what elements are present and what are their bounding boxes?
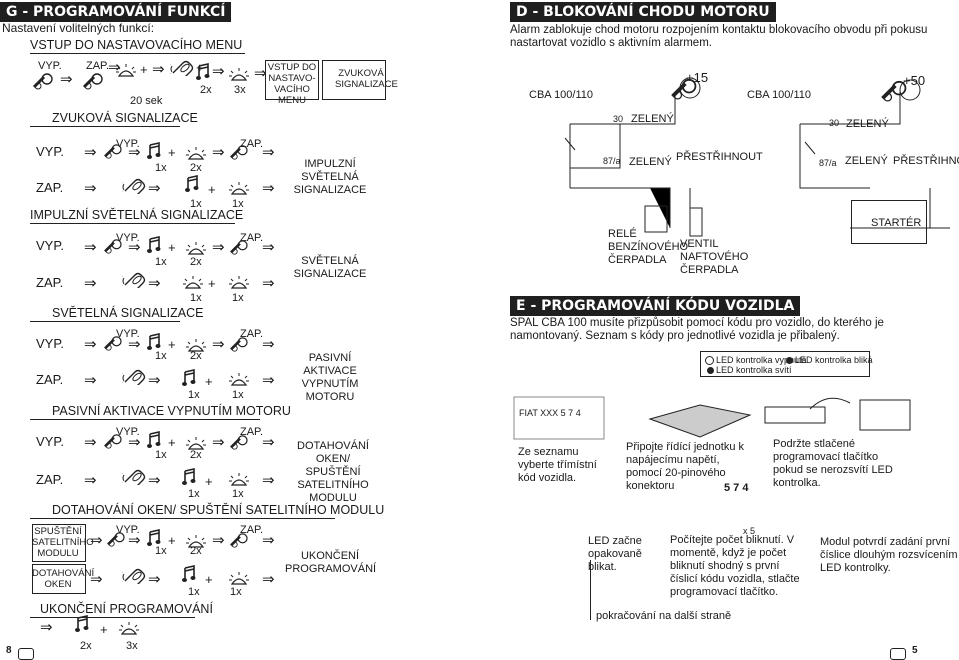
starter-label: STARTÉR xyxy=(871,217,922,229)
light-icon xyxy=(228,274,250,290)
step6-text: Modul potvrdí zadání první číslice dlouh… xyxy=(820,536,958,574)
code-digits: 5 7 4 xyxy=(724,482,749,494)
light-icon xyxy=(114,62,138,78)
light-icon xyxy=(228,180,250,196)
step1-text: Ze seznamu vyberte třímístní kód vozidla… xyxy=(518,446,597,484)
section-box: DOTAHOVÁNÍ OKEN/ SPUŠTĚNÍ SATELITNÍHO MO… xyxy=(297,440,369,504)
key-icon xyxy=(228,145,250,161)
entry-3x: 3x xyxy=(234,84,246,96)
note-icon xyxy=(147,333,161,351)
remote-icon xyxy=(122,178,146,194)
remote-icon xyxy=(122,272,146,288)
row-zap: ZAP. xyxy=(36,180,64,195)
valve-label: VENTIL NAFTOVÉHO ČERPADLA xyxy=(680,238,749,276)
light-icon xyxy=(228,471,250,487)
entry-vyp: VYP. xyxy=(38,60,62,72)
entry-box-text: VSTUP DO NASTAVO-VACÍHO MENU xyxy=(267,62,317,106)
entry-2x: 2x xyxy=(200,84,212,96)
cut-label: PŘESTŘIHNOUT xyxy=(893,155,959,167)
step4-text: LED začne opakovaně blikat. xyxy=(588,535,642,573)
section-box: IMPULZNÍ SVĚTELNÁ SIGNALIZACE xyxy=(293,158,367,196)
light-icon xyxy=(118,620,140,636)
step2-text: Připojte řídící jednotku k napájecímu na… xyxy=(626,441,745,492)
key-icon xyxy=(228,435,250,451)
light-icon xyxy=(228,570,250,586)
led-on-icon xyxy=(707,367,714,375)
step3-text: Podržte stlačené programovací tlačítko p… xyxy=(773,438,893,489)
light-icon xyxy=(228,371,250,387)
note-icon xyxy=(196,63,210,81)
key-icon xyxy=(228,240,250,256)
entry-menu-label: VSTUP DO NASTAVOVACÍHO MENU xyxy=(30,38,243,52)
section-box: UKONČENÍ PROGRAMOVÁNÍ xyxy=(285,550,377,575)
key-icon xyxy=(102,144,124,160)
note-icon xyxy=(182,468,196,486)
led-off-icon xyxy=(705,356,714,366)
note-icon xyxy=(182,369,196,387)
section-title: IMPULZNÍ SVĚTELNÁ SIGNALIZACE xyxy=(30,208,244,222)
section-title: ZVUKOVÁ SIGNALIZACE xyxy=(52,111,198,125)
section-e-text: SPAL CBA 100 musíte přizpůsobit pomocí k… xyxy=(510,317,884,342)
key-icon xyxy=(102,434,124,450)
note-icon xyxy=(147,236,161,254)
light-icon xyxy=(185,145,207,161)
key-icon xyxy=(880,80,908,104)
page-number-left: 8 xyxy=(6,645,12,656)
section-e-header: E - PROGRAMOVÁNÍ KÓDU VOZIDLA xyxy=(510,296,801,316)
key-icon xyxy=(102,336,124,352)
satellite-module-label: SPUŠTĚNÍ SATELITNÍHO MODULU xyxy=(32,526,94,559)
end-programming-label: UKONČENÍ PROGRAMOVÁNÍ xyxy=(40,602,213,616)
note-icon xyxy=(185,175,199,193)
entry-box2-text: ZVUKOVÁ SIGNALIZACE xyxy=(335,68,398,90)
remote-icon xyxy=(122,568,146,584)
key-icon xyxy=(102,239,124,255)
arrow-icon: ⇒ xyxy=(108,59,121,76)
section-d-header: D - BLOKOVÁNÍ CHODU MOTORU xyxy=(510,2,776,22)
window-close-label: DOTAHOVÁNÍ OKEN xyxy=(32,568,95,590)
section-g-header: G - PROGRAMOVÁNÍ FUNKCÍ xyxy=(0,2,232,22)
key-icon xyxy=(80,73,106,91)
entry-zap: ZAP. xyxy=(86,60,110,72)
key-icon xyxy=(228,337,250,353)
plus-sign: + xyxy=(140,62,148,77)
arrow-icon: ⇒ xyxy=(254,65,267,82)
section-box: SVĚTELNÁ SIGNALIZACE xyxy=(293,255,367,280)
step-illustrations xyxy=(513,396,911,440)
entry-20sek: 20 sek xyxy=(130,95,163,107)
key-icon xyxy=(228,533,250,549)
section-box: PASIVNÍ AKTIVACE VYPNUTÍM MOTORU xyxy=(301,352,359,403)
cut-label: PŘESTŘIHNOUT xyxy=(676,151,763,163)
note-icon xyxy=(147,431,161,449)
section-title: PASIVNÍ AKTIVACE VYPNUTÍM MOTORU xyxy=(52,404,291,418)
wiring-diagram xyxy=(564,77,950,237)
section-d-text: Alarm zablokuje chod motoru rozpojením k… xyxy=(510,24,928,49)
relay-label: RELÉ BENZÍNOVÉHO ČERPADLA xyxy=(608,228,689,266)
page-number-right: 5 xyxy=(912,645,918,656)
note-icon xyxy=(182,565,196,583)
key-icon xyxy=(30,73,56,91)
note-icon xyxy=(75,615,89,633)
light-icon xyxy=(185,240,207,256)
key-icon xyxy=(105,532,127,548)
remote-icon xyxy=(122,369,146,385)
note-icon xyxy=(147,142,161,160)
remote-icon xyxy=(122,469,146,485)
arrow-icon: ⇒ xyxy=(60,71,73,88)
light-icon xyxy=(228,66,250,82)
intro-text: Nastavení volitelných funkcí: xyxy=(2,21,155,35)
key-icon xyxy=(670,78,698,102)
arrow-icon: ⇒ xyxy=(152,61,165,78)
continued-note: pokračování na další straně xyxy=(596,610,732,622)
remote-icon xyxy=(170,60,194,76)
row-vyp: VYP. xyxy=(36,144,64,159)
section-title: DOTAHOVÁNÍ OKEN/ SPUŠTĚNÍ SATELITNÍHO MO… xyxy=(52,503,385,517)
light-icon xyxy=(182,274,204,290)
arrow-icon: ⇒ xyxy=(212,63,225,80)
section-title: SVĚTELNÁ SIGNALIZACE xyxy=(52,306,204,320)
led-blink-icon xyxy=(786,357,793,365)
step5-text: Počítejte počet bliknutí. V momentě, kdy… xyxy=(670,534,800,598)
